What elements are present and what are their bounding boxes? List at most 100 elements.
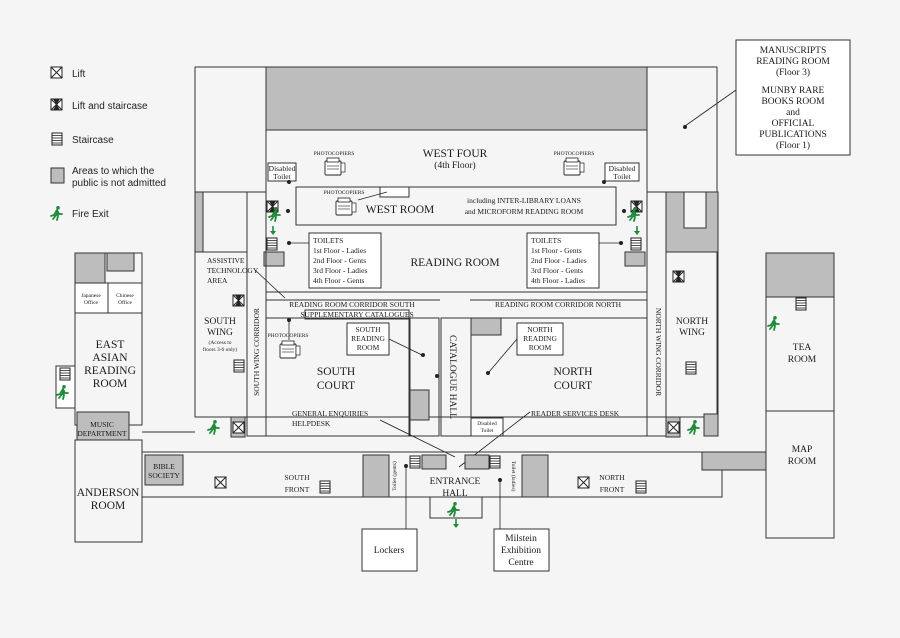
milstein-label-2: Exhibition	[501, 546, 541, 556]
front-block: BIBLE SOCIETY SOUTH FRONT Toilet (gents)…	[141, 451, 767, 572]
south-front-label-2: FRONT	[285, 485, 310, 494]
toilets-left-2: 2nd Floor - Gents	[313, 256, 366, 265]
lift-staircase-icon	[50, 98, 63, 111]
callout-line8: PUBLICATIONS	[759, 130, 827, 140]
photocopiers-label-nw: PHOTOCOPIERS	[314, 151, 355, 157]
staircase-icon	[319, 480, 331, 494]
staircase-icon	[685, 361, 697, 375]
general-enquiries-label-1: GENERAL ENQUIRIES	[292, 409, 368, 418]
south-court-label-2: COURT	[317, 380, 355, 392]
map-room-label-2: ROOM	[788, 457, 817, 467]
general-enquiries-label-2: HELPDESK	[292, 419, 331, 428]
fire-exit-icon	[50, 205, 63, 221]
east-asian-label-1: EAST	[96, 339, 125, 351]
assistive-label-2: TECHNOLOGY	[207, 266, 259, 275]
north-court-label-1: NORTH	[554, 366, 593, 378]
staircase-icon	[233, 359, 245, 373]
lift-staircase-icon	[672, 270, 685, 283]
callout-line4: MUNBY RARE	[762, 86, 825, 96]
tea-room-label-1: TEA	[793, 343, 812, 353]
corridor-south-label: READING ROOM CORRIDOR SOUTH	[289, 300, 415, 309]
tea-room-label-2: ROOM	[788, 355, 817, 365]
fire-exit-icon	[447, 501, 460, 517]
exit-arrow-icon	[633, 225, 641, 236]
fire-exit-icon	[767, 315, 780, 331]
catalogue-hall-label: CATALOGUE HALL	[447, 335, 457, 419]
south-front-label-1: SOUTH	[284, 473, 310, 482]
staircase-icon	[266, 237, 278, 251]
japanese-office-label-1: Japanese	[81, 293, 101, 299]
south-court-label-1: SOUTH	[317, 366, 355, 378]
north-front-label-1: NORTH	[599, 473, 625, 482]
corridor-north-label: READING ROOM CORRIDOR NORTH	[495, 300, 622, 309]
reader-services-label: READER SERVICES DESK	[531, 409, 620, 418]
north-reading-label-3: ROOM	[529, 343, 552, 352]
disabled-toilet-label-2-w: Toilet	[273, 172, 291, 181]
fire-exit-icon	[207, 419, 220, 435]
toilets-left-1: 1st Floor - Ladies	[313, 246, 366, 255]
north-wing-label-1: NORTH	[676, 317, 708, 327]
japanese-office-label-2: Office	[84, 299, 99, 306]
lift-staircase-icon	[232, 294, 245, 307]
west-four-restricted	[265, 66, 648, 131]
legend-lift-staircase-label: Lift and staircase	[72, 101, 148, 112]
anderson-label-2: ROOM	[91, 500, 126, 512]
north-front-label-2: FRONT	[600, 485, 625, 494]
entrance-label-1: ENTRANCE	[430, 477, 481, 487]
staircase-icon	[635, 480, 647, 494]
milstein-label-3: Centre	[508, 558, 533, 568]
music-label-1: MUSIC	[90, 420, 114, 429]
entrance-label-2: HALL	[442, 489, 468, 499]
west-room-label: WEST ROOM	[366, 204, 434, 216]
map-room-label-1: MAP	[792, 445, 813, 455]
legend-fire-exit-label: Fire Exit	[72, 209, 109, 220]
upper-floors-callout: MANUSCRIPTS READING ROOM (Floor 3) MUNBY…	[683, 39, 851, 156]
lift-icon	[667, 421, 680, 434]
exit-arrow-icon	[452, 518, 460, 529]
south-reading-label-1: SOUTH	[355, 325, 381, 334]
chinese-office-label-1: Chinese	[116, 293, 134, 299]
staircase-icon	[795, 297, 807, 311]
legend-staircase-label: Staircase	[72, 135, 114, 146]
music-label-2: DEPARTMENT	[77, 429, 127, 438]
ill-label-2: and MICROFORM READING ROOM	[465, 207, 584, 216]
west-four-label: WEST FOUR	[423, 148, 488, 160]
south-wing-label-1: SOUTH	[204, 317, 236, 327]
callout-line9: (Floor 1)	[776, 140, 810, 151]
toilets-left-4: 4th Floor - Gents	[313, 276, 365, 285]
legend: Lift Lift and staircase Staircase Areas …	[50, 66, 166, 221]
photocopiers-label-ne: PHOTOCOPIERS	[554, 151, 595, 157]
east-asian-block: Japanese Office Chinese Office EAST ASIA…	[55, 252, 195, 543]
disabled-toilet-label-1-e: Disabled	[609, 164, 636, 173]
photocopier-icon	[324, 157, 346, 176]
reading-room-label: READING ROOM	[410, 257, 499, 269]
staircase-icon	[409, 455, 421, 469]
photocopier-icon	[563, 157, 585, 176]
south-reading-label-3: ROOM	[357, 343, 380, 352]
staircase-icon	[489, 455, 501, 469]
east-asian-label-4: ROOM	[93, 378, 128, 390]
anderson-label-1: ANDERSON	[77, 487, 140, 499]
lift-icon	[214, 476, 227, 489]
toilets-left-3: 3rd Floor - Ladies	[313, 266, 367, 275]
disabled-toilet-court-2: Toilet	[481, 428, 494, 434]
north-wing-label-2: WING	[679, 328, 705, 338]
ill-label-1: including INTER-LIBRARY LOANS	[467, 196, 581, 205]
legend-restricted-line1: Areas to which the	[72, 166, 155, 177]
assistive-label-1: ASSISTIVE	[207, 256, 245, 265]
lift-icon	[50, 66, 63, 79]
milstein-label-1: Milstein	[505, 534, 537, 544]
bible-label-2: SOCIETY	[148, 471, 180, 480]
callout-line2: READING ROOM	[756, 57, 830, 67]
toilets-right-title: TOILETS	[531, 236, 561, 245]
legend-lift-label: Lift	[72, 69, 86, 80]
north-wing-corridor-label: NORTH WING CORRIDOR	[654, 308, 663, 396]
south-wing-note-1: (Access to	[208, 339, 231, 346]
south-reading-label-2: READING	[351, 334, 385, 343]
callout-line1: MANUSCRIPTS	[760, 46, 827, 56]
toilets-right-3: 3rd Floor - Gents	[531, 266, 583, 275]
legend-restricted-line2: public is not admitted	[72, 178, 166, 189]
restricted-area-icon	[50, 167, 65, 184]
photocopier-icon	[335, 197, 357, 216]
